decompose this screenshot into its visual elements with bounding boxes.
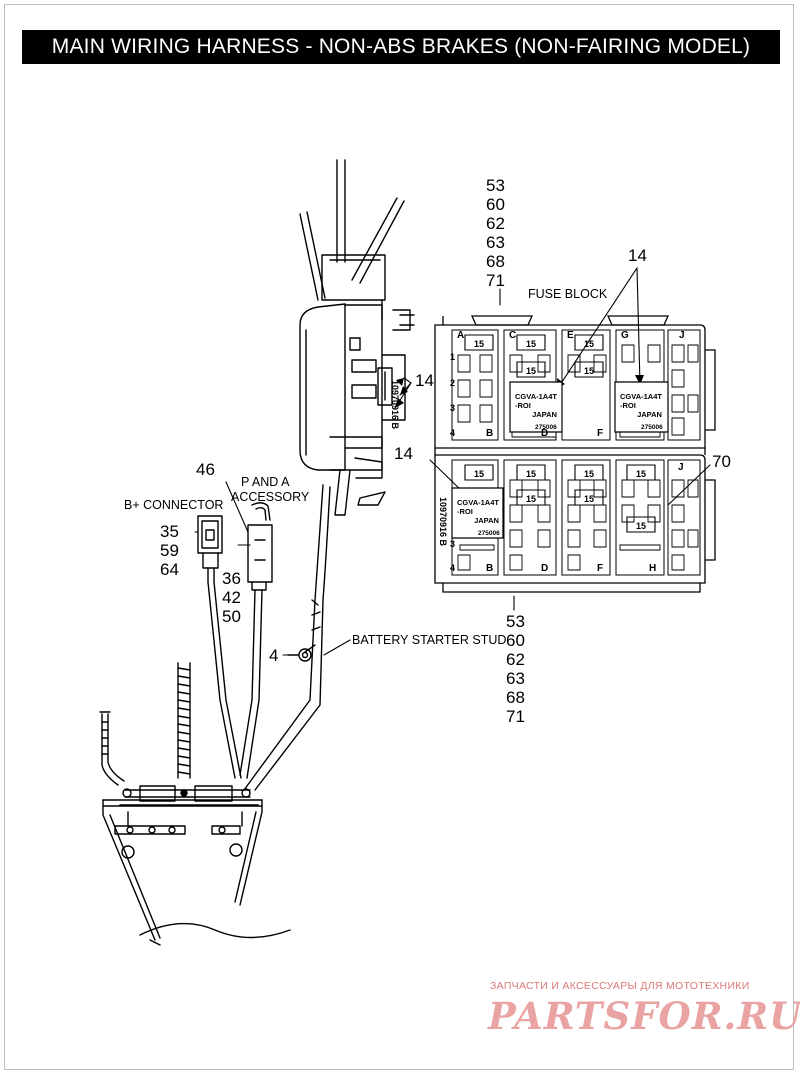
svg-text:15: 15 <box>474 339 484 349</box>
fuse-col-j: J <box>679 330 685 341</box>
svg-text:15: 15 <box>526 494 536 504</box>
fuse-block <box>434 315 716 593</box>
svg-text:15: 15 <box>526 366 536 376</box>
relay-code-lower: 275006 <box>478 530 500 537</box>
fuse-row-b: B <box>486 428 494 439</box>
fuse-row-h-lower: H <box>649 563 657 574</box>
cross-harness <box>122 785 251 802</box>
fuse-row-4-lower: 4 <box>450 563 456 573</box>
fuse-col-j-lower: J <box>678 462 684 473</box>
fuse-row-3: 3 <box>450 403 456 413</box>
p-and-a-label-line2: ACCESSORY <box>231 490 310 504</box>
callout-4: 4 <box>269 646 279 665</box>
electrical-module <box>299 303 406 516</box>
callout-relay-lower: 14 <box>394 444 413 463</box>
fuse-col-c: C <box>509 330 517 341</box>
harness-main-branch <box>243 484 331 791</box>
svg-text:15: 15 <box>584 469 594 479</box>
fuse-row-2: 2 <box>450 378 456 388</box>
fuse-block-text: 15 15 15 15 15 15 15 15 15 15 15 15 <box>474 339 646 531</box>
fuse-row-b-lower: B <box>486 563 494 574</box>
relay-code-upper-left: 275006 <box>535 424 557 431</box>
callout-relay-top: 14 <box>628 246 647 265</box>
svg-text:15: 15 <box>636 521 646 531</box>
fuse-row-3-lower: 3 <box>450 539 456 549</box>
watermark-tagline: ЗАПЧАСТИ И АКСЕССУАРЫ ДЛЯ МОТОТЕХНИКИ <box>490 980 750 992</box>
svg-text:15: 15 <box>526 339 536 349</box>
callout-relay-side: 14 <box>415 371 434 390</box>
fuse-row-1: 1 <box>450 352 456 362</box>
fuse-row-4: 4 <box>450 428 456 438</box>
leader-lines <box>194 267 711 656</box>
fuse-row-d-lower: D <box>541 563 549 574</box>
part-number-upper: 10970916 B <box>390 380 400 430</box>
rear-frame <box>102 799 291 946</box>
diagram-title: MAIN WIRING HARNESS - NON-ABS BRAKES (NO… <box>22 30 780 64</box>
b-plus-connector <box>197 515 242 779</box>
battery-starter-stud-label: BATTERY STARTER STUD <box>352 633 507 647</box>
svg-text:15: 15 <box>584 339 594 349</box>
fuse-row-d: D <box>541 428 549 439</box>
svg-text:15: 15 <box>636 469 646 479</box>
fuse-col-e: E <box>567 330 574 341</box>
callout-46: 46 <box>196 460 215 479</box>
relays <box>451 381 669 539</box>
page-frame <box>4 4 794 1070</box>
left-conduit <box>99 711 125 786</box>
svg-text:15: 15 <box>584 366 594 376</box>
b-plus-connector-label: B+ CONNECTOR <box>124 498 224 512</box>
fuse-col-a: A <box>457 330 465 341</box>
relay-code-upper-right: 275006 <box>641 424 663 431</box>
coiled-harness <box>177 662 191 779</box>
fuses <box>464 334 656 533</box>
p-and-a-label-line1: P AND A <box>241 475 290 489</box>
callout-70: 70 <box>712 452 731 471</box>
fuse-col-g: G <box>621 330 629 341</box>
p-and-a-connector <box>239 502 273 779</box>
part-number-lower: 10970916 B <box>438 497 448 547</box>
fuse-row-f: F <box>597 428 604 439</box>
svg-text:15: 15 <box>584 494 594 504</box>
fuse-row-f-lower: F <box>597 563 604 574</box>
svg-text:15: 15 <box>526 469 536 479</box>
fuse-block-label: FUSE BLOCK <box>528 287 608 301</box>
svg-text:15: 15 <box>474 469 484 479</box>
harness-trunk <box>299 159 415 331</box>
watermark-logo: PARTSFOR.RU <box>488 994 800 1038</box>
